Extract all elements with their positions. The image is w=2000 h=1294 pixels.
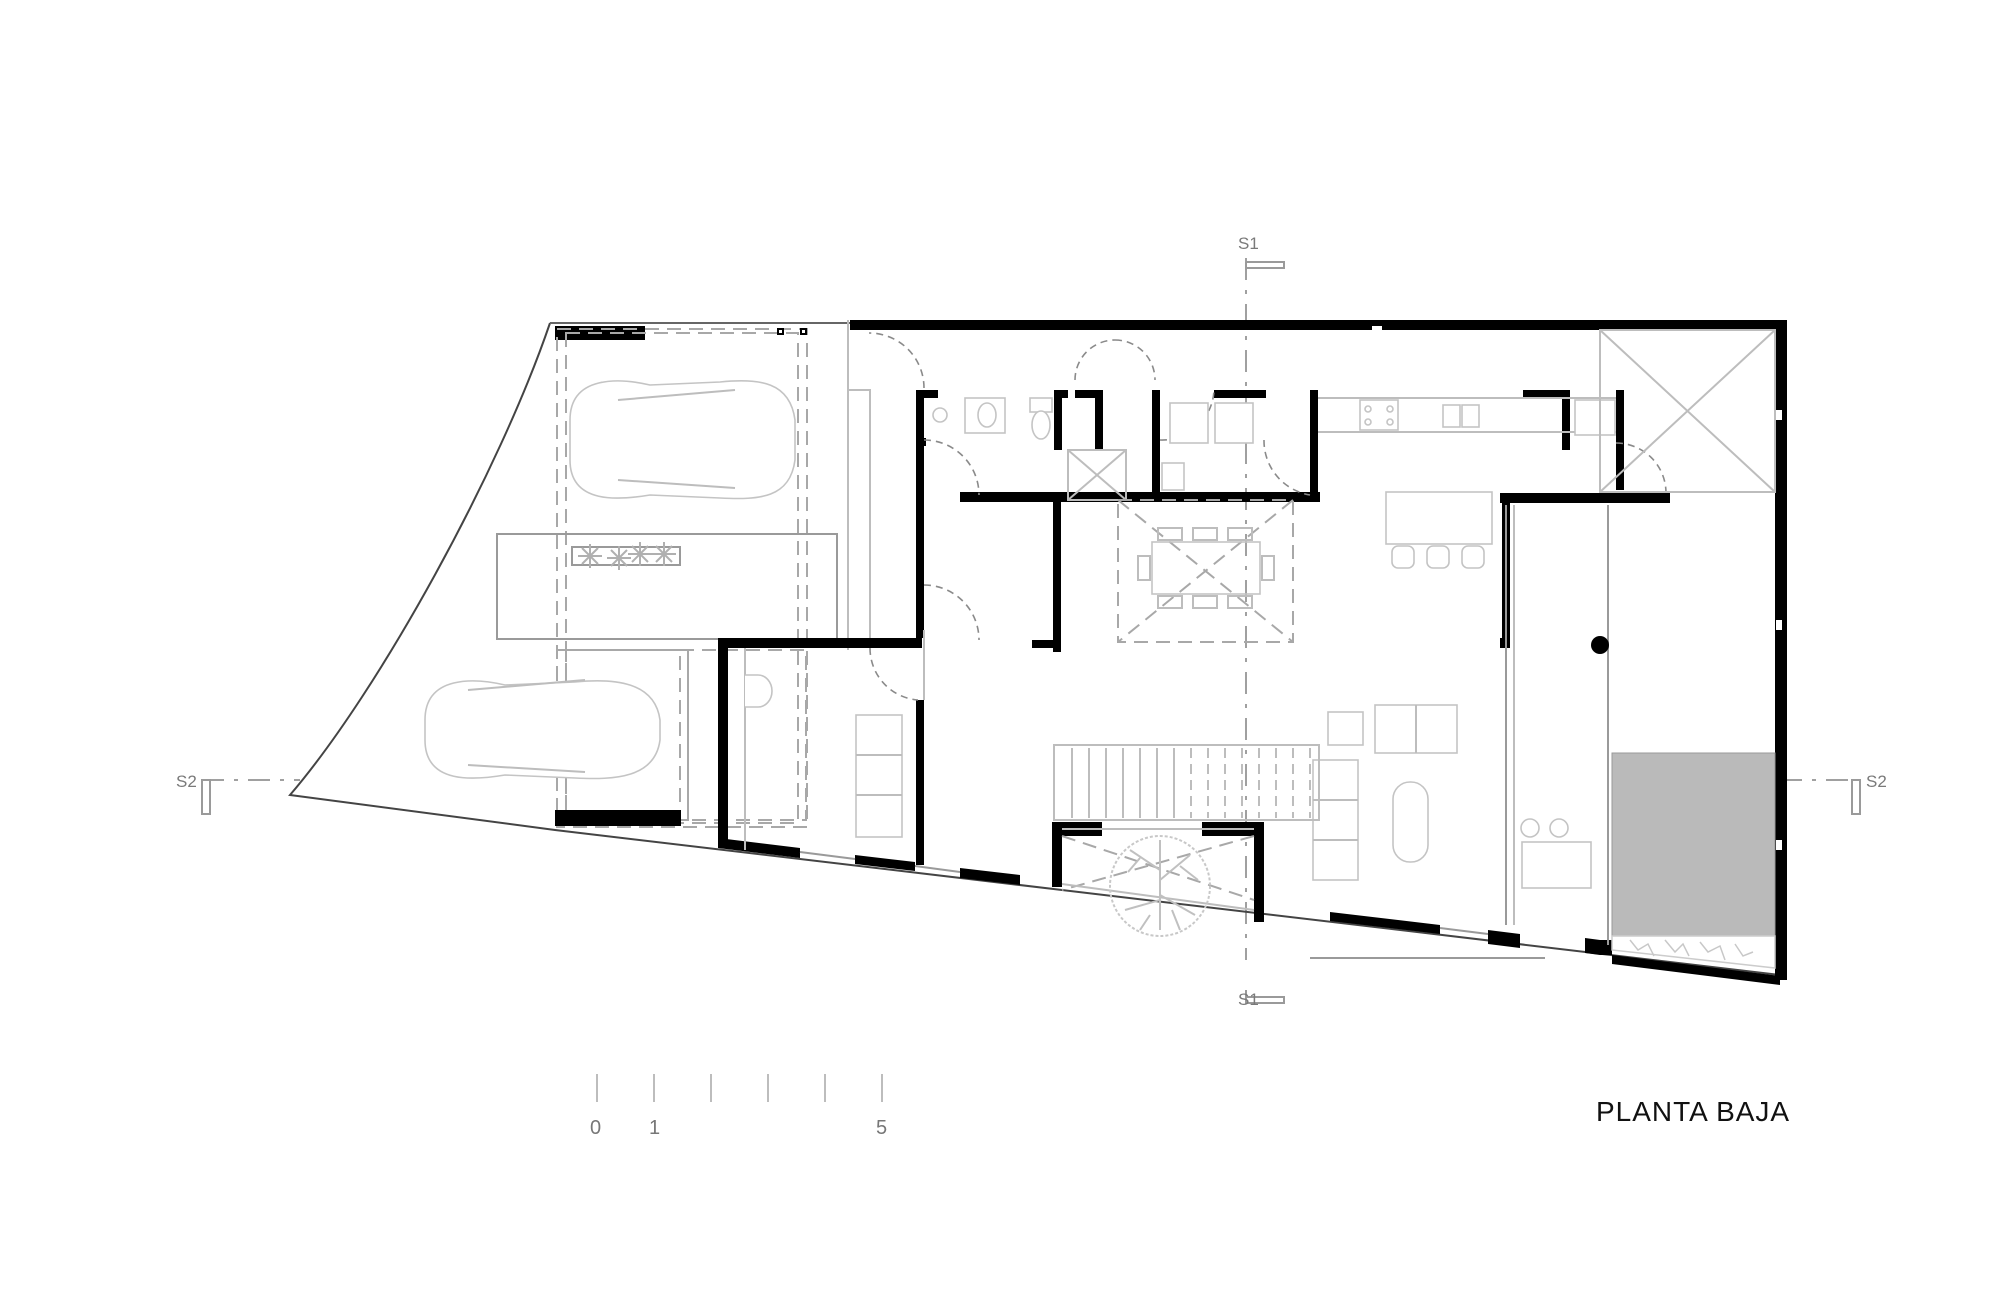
courtyard xyxy=(1061,835,1255,911)
laundry-fixtures xyxy=(1161,402,1254,491)
scale-label-0: 0 xyxy=(590,1117,602,1139)
wall-openings xyxy=(1372,326,1782,850)
drawing-title: PLANTA BAJA xyxy=(1596,1096,1791,1127)
scale-label-1: 1 xyxy=(649,1117,661,1139)
hatched-area xyxy=(1611,752,1776,969)
section-line-s2 xyxy=(201,779,1861,815)
scale-bar xyxy=(596,1074,883,1102)
kitchen xyxy=(1318,397,1616,569)
dining-area xyxy=(1117,499,1294,643)
scale-label-5: 5 xyxy=(876,1117,888,1139)
car-bottom xyxy=(424,679,661,780)
car-top xyxy=(569,379,796,500)
light-well xyxy=(1599,329,1776,493)
section-label-s1-top: S1 xyxy=(1238,234,1259,253)
section-label-s2-right: S2 xyxy=(1866,772,1887,791)
door-swings xyxy=(868,332,1667,701)
section-label-s2-left: S2 xyxy=(176,772,197,791)
study-room xyxy=(744,648,903,850)
section-line-s1 xyxy=(1245,258,1285,1004)
tree-icon xyxy=(1109,835,1211,937)
section-label-s1-bottom: S1 xyxy=(1238,990,1259,1009)
staircase xyxy=(1053,744,1320,821)
bathroom-fixtures xyxy=(932,397,1127,501)
planter xyxy=(571,542,681,570)
living-area xyxy=(1312,704,1458,881)
terrace xyxy=(1520,636,1609,889)
walls xyxy=(718,320,1787,985)
